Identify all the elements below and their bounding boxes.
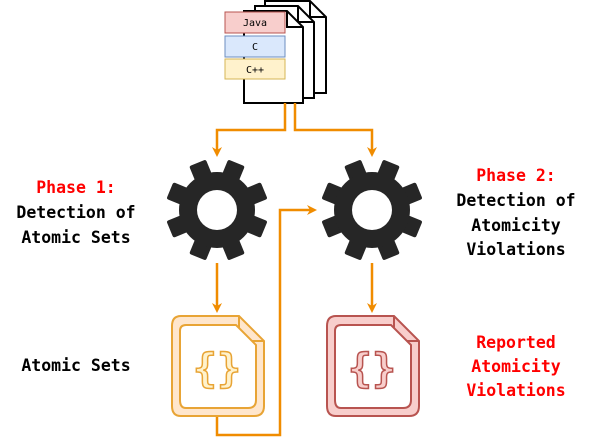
phase1-label: Phase 1: Detection of Atomic Sets bbox=[16, 178, 135, 247]
phase2-line3: Violations bbox=[466, 240, 565, 259]
arrow-atomic-sets-to-phase2 bbox=[215, 205, 317, 437]
violations-braces: {} bbox=[348, 346, 396, 392]
violations-line1: Reported bbox=[476, 333, 555, 352]
atomic-sets-label: Atomic Sets bbox=[21, 356, 130, 375]
phase1-line1: Detection of bbox=[16, 203, 135, 222]
phase2-line1: Detection of bbox=[456, 191, 575, 210]
tag-c-label: C bbox=[252, 42, 258, 53]
phase2-line2: Atomicity bbox=[471, 216, 560, 235]
violations-line3: Violations bbox=[466, 381, 565, 400]
tag-c: C bbox=[224, 35, 286, 58]
arrow-source-to-phase2 bbox=[293, 103, 377, 157]
phase2-label: Phase 2: Detection of Atomicity Violatio… bbox=[456, 166, 575, 259]
tag-cpp-label: C++ bbox=[246, 65, 264, 76]
gear-icon bbox=[322, 160, 422, 260]
tag-cpp: C++ bbox=[224, 58, 286, 80]
gear-icon bbox=[167, 160, 267, 260]
json-file-icon: {} bbox=[326, 315, 420, 417]
phase2-title: Phase 2: bbox=[476, 166, 555, 185]
violations-label: Reported Atomicity Violations bbox=[466, 333, 565, 400]
violations-line2: Atomicity bbox=[471, 357, 560, 376]
json-file-icon: {} bbox=[171, 315, 265, 417]
phase1-title: Phase 1: bbox=[36, 178, 115, 197]
arrow-source-to-phase1 bbox=[212, 103, 287, 157]
phase1-line2: Atomic Sets bbox=[21, 228, 130, 247]
atomic-sets-braces: {} bbox=[193, 346, 241, 392]
tag-java: Java bbox=[224, 11, 286, 34]
tag-java-label: Java bbox=[243, 18, 267, 29]
